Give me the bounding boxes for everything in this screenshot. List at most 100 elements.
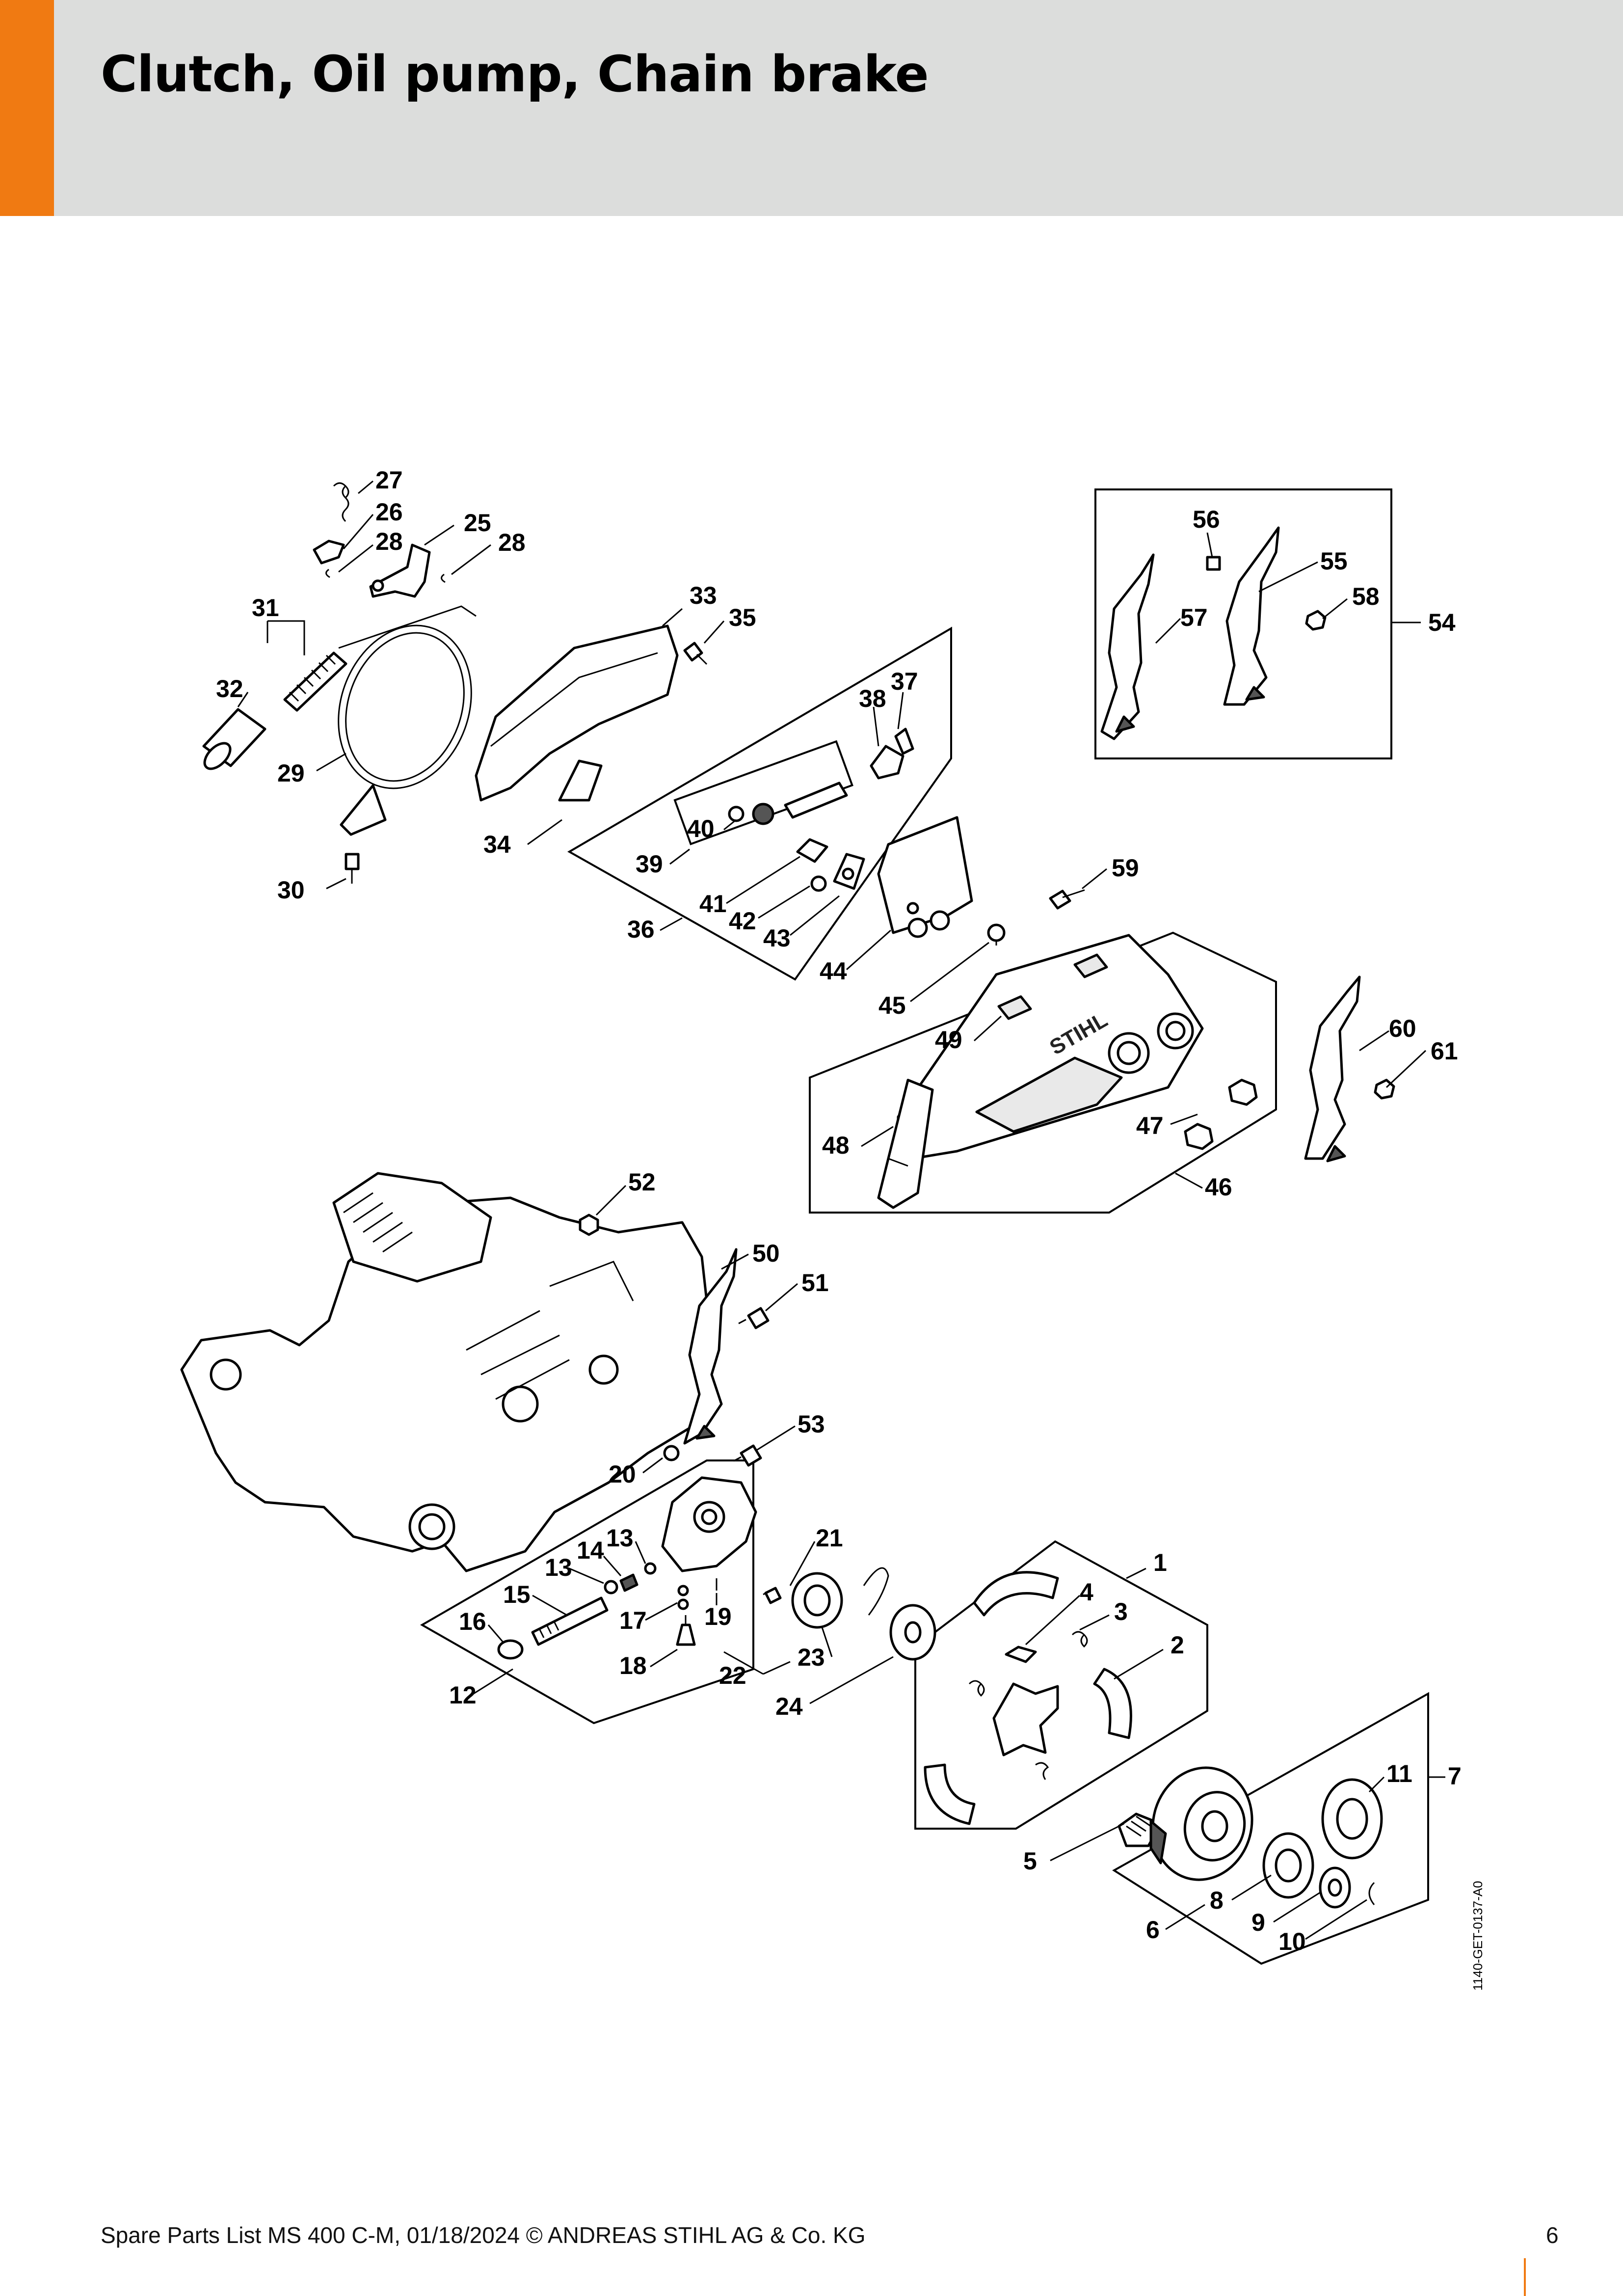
leader-26 — [343, 514, 374, 549]
part-lever-34 — [558, 759, 603, 802]
part-label-60: 60 — [1389, 1015, 1416, 1042]
part-label-39: 39 — [636, 850, 663, 878]
leader-50 — [721, 1253, 749, 1270]
part-clip-28a — [325, 568, 330, 578]
leader-37 — [897, 692, 904, 729]
part-rim-sprocket-11 — [1321, 1778, 1383, 1860]
part-screw-42 — [810, 875, 827, 892]
leader-15 — [532, 1594, 567, 1616]
leader-22 — [723, 1651, 791, 1675]
leader-60 — [1359, 1030, 1389, 1052]
part-nut-58 — [1305, 610, 1327, 631]
part-clutch-hub — [992, 1682, 1059, 1756]
leader-8 — [1231, 1874, 1272, 1901]
part-label-40: 40 — [687, 815, 715, 842]
part-label-7: 7 — [1448, 1762, 1462, 1790]
leader-33 — [662, 608, 683, 627]
part-label-56: 56 — [1193, 506, 1220, 533]
leader-12 — [473, 1668, 513, 1695]
leader-48 — [861, 1126, 894, 1147]
part-label-53: 53 — [798, 1410, 825, 1438]
part-worm-14 — [619, 1573, 639, 1592]
part-label-27: 27 — [375, 466, 403, 494]
part-label-17: 17 — [619, 1607, 647, 1634]
part-label-9: 9 — [1251, 1909, 1265, 1936]
part-cover-33 — [475, 624, 679, 802]
leader-55 — [1258, 561, 1318, 593]
part-clamp-43 — [833, 853, 865, 890]
part-label-25: 25 — [464, 509, 491, 537]
part-label-19: 19 — [704, 1603, 732, 1630]
part-label-42: 42 — [729, 907, 756, 935]
part-lever-26 — [313, 540, 345, 565]
leader-52 — [595, 1185, 627, 1216]
part-washer-24 — [889, 1604, 936, 1661]
leader-42 — [758, 885, 810, 919]
part-insert-49 — [997, 953, 1108, 1020]
part-label-23: 23 — [798, 1644, 825, 1671]
leader-47 — [1170, 1113, 1198, 1125]
part-o-ring-13a — [604, 1580, 618, 1594]
part-hand-guard-60 — [1304, 975, 1361, 1162]
part-label-61: 61 — [1431, 1037, 1458, 1065]
part-screw-56 — [1206, 556, 1221, 571]
part-plug-20 — [663, 1445, 680, 1461]
part-screw-59 — [1049, 889, 1085, 910]
part-label-32: 32 — [216, 675, 243, 702]
leader-23 — [821, 1627, 833, 1657]
leader-10 — [1305, 1899, 1367, 1940]
part-hand-guard-55 — [1223, 526, 1280, 706]
leader-28a — [338, 544, 373, 573]
part-label-38: 38 — [859, 685, 886, 712]
leader-30 — [326, 878, 346, 890]
leader-18 — [650, 1648, 678, 1668]
leader-44 — [846, 929, 891, 971]
part-label-59: 59 — [1112, 854, 1139, 882]
part-label-3: 3 — [1114, 1598, 1128, 1625]
part-label-29: 29 — [277, 759, 305, 787]
part-sprocket-cover-46: STIHL — [897, 934, 1204, 1162]
part-label-48: 48 — [822, 1132, 850, 1159]
part-label-14: 14 — [577, 1537, 604, 1564]
leader-5 — [1050, 1823, 1124, 1862]
part-label-57: 57 — [1180, 604, 1208, 631]
part-hose-18 — [676, 1615, 696, 1646]
leader-40 — [723, 819, 737, 831]
group-box-46 — [809, 931, 1277, 1214]
drawing-code: 1140-GET-0137-A0 — [1470, 1881, 1485, 1991]
part-label-37: 37 — [891, 668, 918, 695]
leader-25 — [424, 524, 454, 546]
part-sleeve-16 — [497, 1639, 524, 1660]
leader-21 — [789, 1541, 816, 1586]
part-label-18: 18 — [619, 1652, 647, 1679]
leader-9 — [1273, 1891, 1321, 1923]
part-label-11: 11 — [1386, 1760, 1412, 1787]
leader-51 — [765, 1283, 798, 1312]
leader-14 — [603, 1556, 622, 1576]
part-spring-3 — [1071, 1631, 1088, 1648]
leader-53 — [755, 1425, 796, 1452]
part-label-2: 2 — [1171, 1631, 1184, 1659]
leader-46 — [1175, 1172, 1203, 1189]
leader-1 — [1126, 1567, 1146, 1579]
part-label-8: 8 — [1210, 1887, 1224, 1914]
part-label-22: 22 — [719, 1662, 746, 1689]
part-clutch-spring — [968, 1680, 1049, 1780]
part-label-21: 21 — [816, 1524, 843, 1552]
part-label-24: 24 — [775, 1693, 803, 1720]
part-oil-pump-housing — [661, 1476, 757, 1572]
part-label-52: 52 — [628, 1168, 656, 1196]
leader-36 — [660, 917, 683, 931]
part-label-10: 10 — [1278, 1928, 1306, 1955]
part-label-20: 20 — [609, 1460, 636, 1488]
part-label-54: 54 — [1428, 609, 1456, 636]
page-header: Clutch, Oil pump, Chain brake — [0, 0, 1623, 216]
leader-11 — [1368, 1776, 1385, 1793]
leader-13a — [569, 1567, 604, 1584]
part-label-45: 45 — [878, 992, 906, 1019]
part-worm-15 — [531, 1596, 609, 1646]
part-label-26: 26 — [375, 498, 403, 526]
part-label-28b: 28 — [498, 529, 526, 556]
part-label-43: 43 — [763, 924, 791, 952]
leader-13b — [635, 1541, 646, 1564]
